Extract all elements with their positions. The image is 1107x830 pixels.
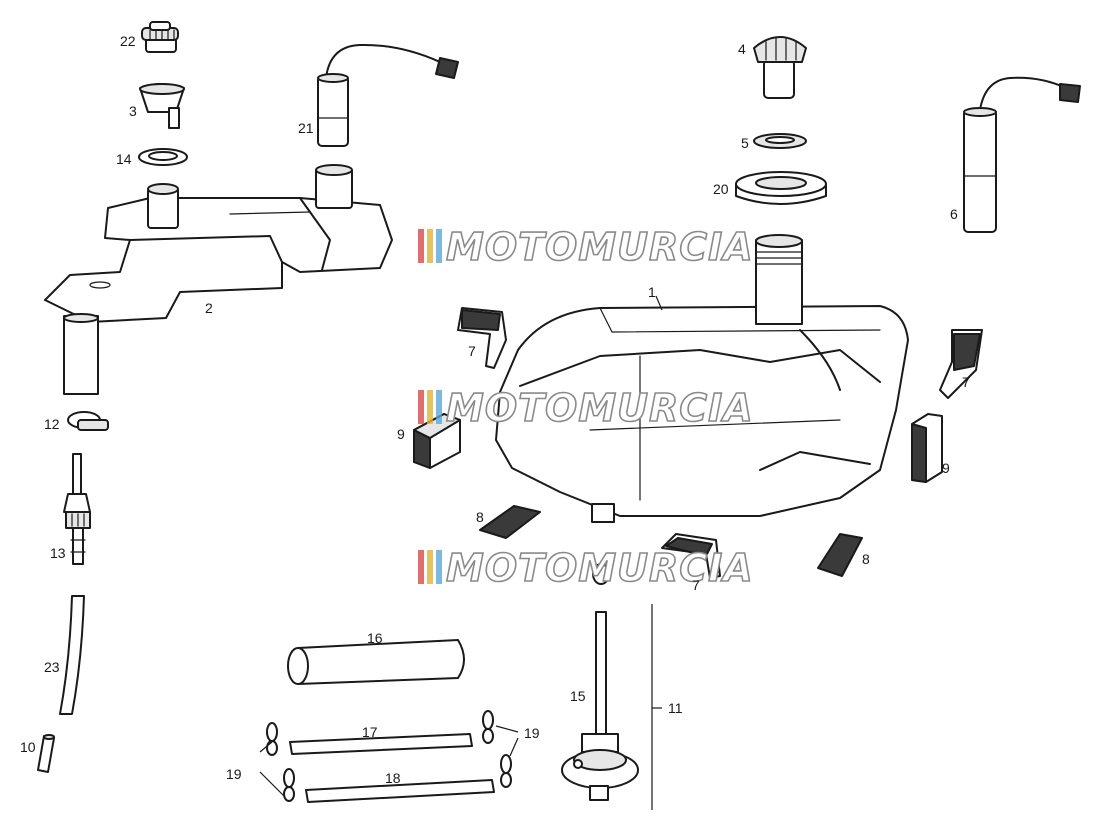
part-21-level-sender (317, 43, 459, 147)
part-22-cap (141, 21, 179, 53)
part-19-clips (266, 710, 512, 802)
callouts: 22 3 14 21 2 12 13 23 10 16 17 18 19 19 … (20, 33, 970, 797)
part-3-funnel (139, 83, 185, 129)
callout-21: 21 (298, 120, 314, 136)
callout-23: 23 (44, 659, 60, 675)
part-5-washer (753, 133, 807, 149)
part-9-block-left (413, 413, 461, 469)
callout-1: 1 (648, 284, 656, 300)
callout-19-right: 19 (524, 725, 540, 741)
part-12-hose-clip (67, 411, 109, 431)
watermark-stripe-3 (436, 550, 442, 584)
callout-8-left: 8 (476, 509, 484, 525)
part-6-level-sender (963, 76, 1081, 233)
callout-13: 13 (50, 545, 66, 561)
watermark-middle: MOTOMURCIA (418, 385, 754, 431)
callout-18: 18 (385, 770, 401, 786)
watermark-stripe-2 (427, 390, 433, 424)
part-20-seal-ring (735, 171, 827, 205)
watermark-stripe-3 (436, 229, 442, 263)
callout-7-bottom: 7 (692, 577, 700, 593)
callout-15: 15 (570, 688, 586, 704)
callout-5: 5 (741, 135, 749, 151)
callout-14: 14 (116, 151, 132, 167)
callout-2: 2 (205, 300, 213, 316)
callout-10: 10 (20, 739, 36, 755)
part-7-pad-left (457, 307, 507, 369)
part-1-fuel-tank (495, 234, 909, 523)
callout-8-right: 8 (862, 551, 870, 567)
part-15-fuel-tap (561, 563, 639, 801)
part-9-block-right (911, 413, 943, 483)
part-7-pad-right (939, 329, 983, 399)
watermark-top: MOTOMURCIA (418, 224, 754, 270)
watermark-stripe-1 (418, 390, 424, 424)
part-17-hose (289, 733, 473, 755)
callout-4: 4 (738, 41, 746, 57)
callout-19-left: 19 (226, 766, 242, 782)
part-23-hose (59, 595, 85, 715)
callout-6: 6 (950, 206, 958, 222)
callout-7-right: 7 (962, 374, 970, 390)
callout-11: 11 (668, 700, 683, 716)
callout-7-left: 7 (468, 343, 476, 359)
watermark-stripe-2 (427, 550, 433, 584)
part-16-hose-large (287, 639, 465, 685)
watermark-stripe-2 (427, 229, 433, 263)
part-13-tap-stem (63, 453, 91, 565)
watermark-text: MOTOMURCIA (446, 225, 754, 269)
part-4-filler-cap (753, 36, 807, 99)
watermark-stripe-1 (418, 229, 424, 263)
part-8-pad-right (817, 533, 863, 577)
part-14-washer (138, 148, 188, 166)
callout-16: 16 (367, 630, 383, 646)
watermark-text: MOTOMURCIA (446, 386, 754, 430)
callout-22: 22 (120, 33, 136, 49)
watermark-stripe-1 (418, 550, 424, 584)
part-18-hose (305, 779, 495, 803)
callout-12: 12 (44, 416, 60, 432)
part-10-inline-filter (37, 734, 55, 773)
callout-9-right: 9 (942, 460, 950, 476)
part-8-pad-left (479, 505, 541, 539)
watermark-text: MOTOMURCIA (446, 546, 754, 590)
callout-20: 20 (713, 181, 729, 197)
callout-9-left: 9 (397, 426, 405, 442)
callout-17: 17 (362, 724, 378, 740)
part-7-pad-bottom (661, 533, 721, 579)
watermark-stripe-3 (436, 390, 442, 424)
callout-3: 3 (129, 103, 137, 119)
part-2-tank-upper (44, 164, 393, 395)
watermark-bottom: MOTOMURCIA (418, 545, 754, 591)
